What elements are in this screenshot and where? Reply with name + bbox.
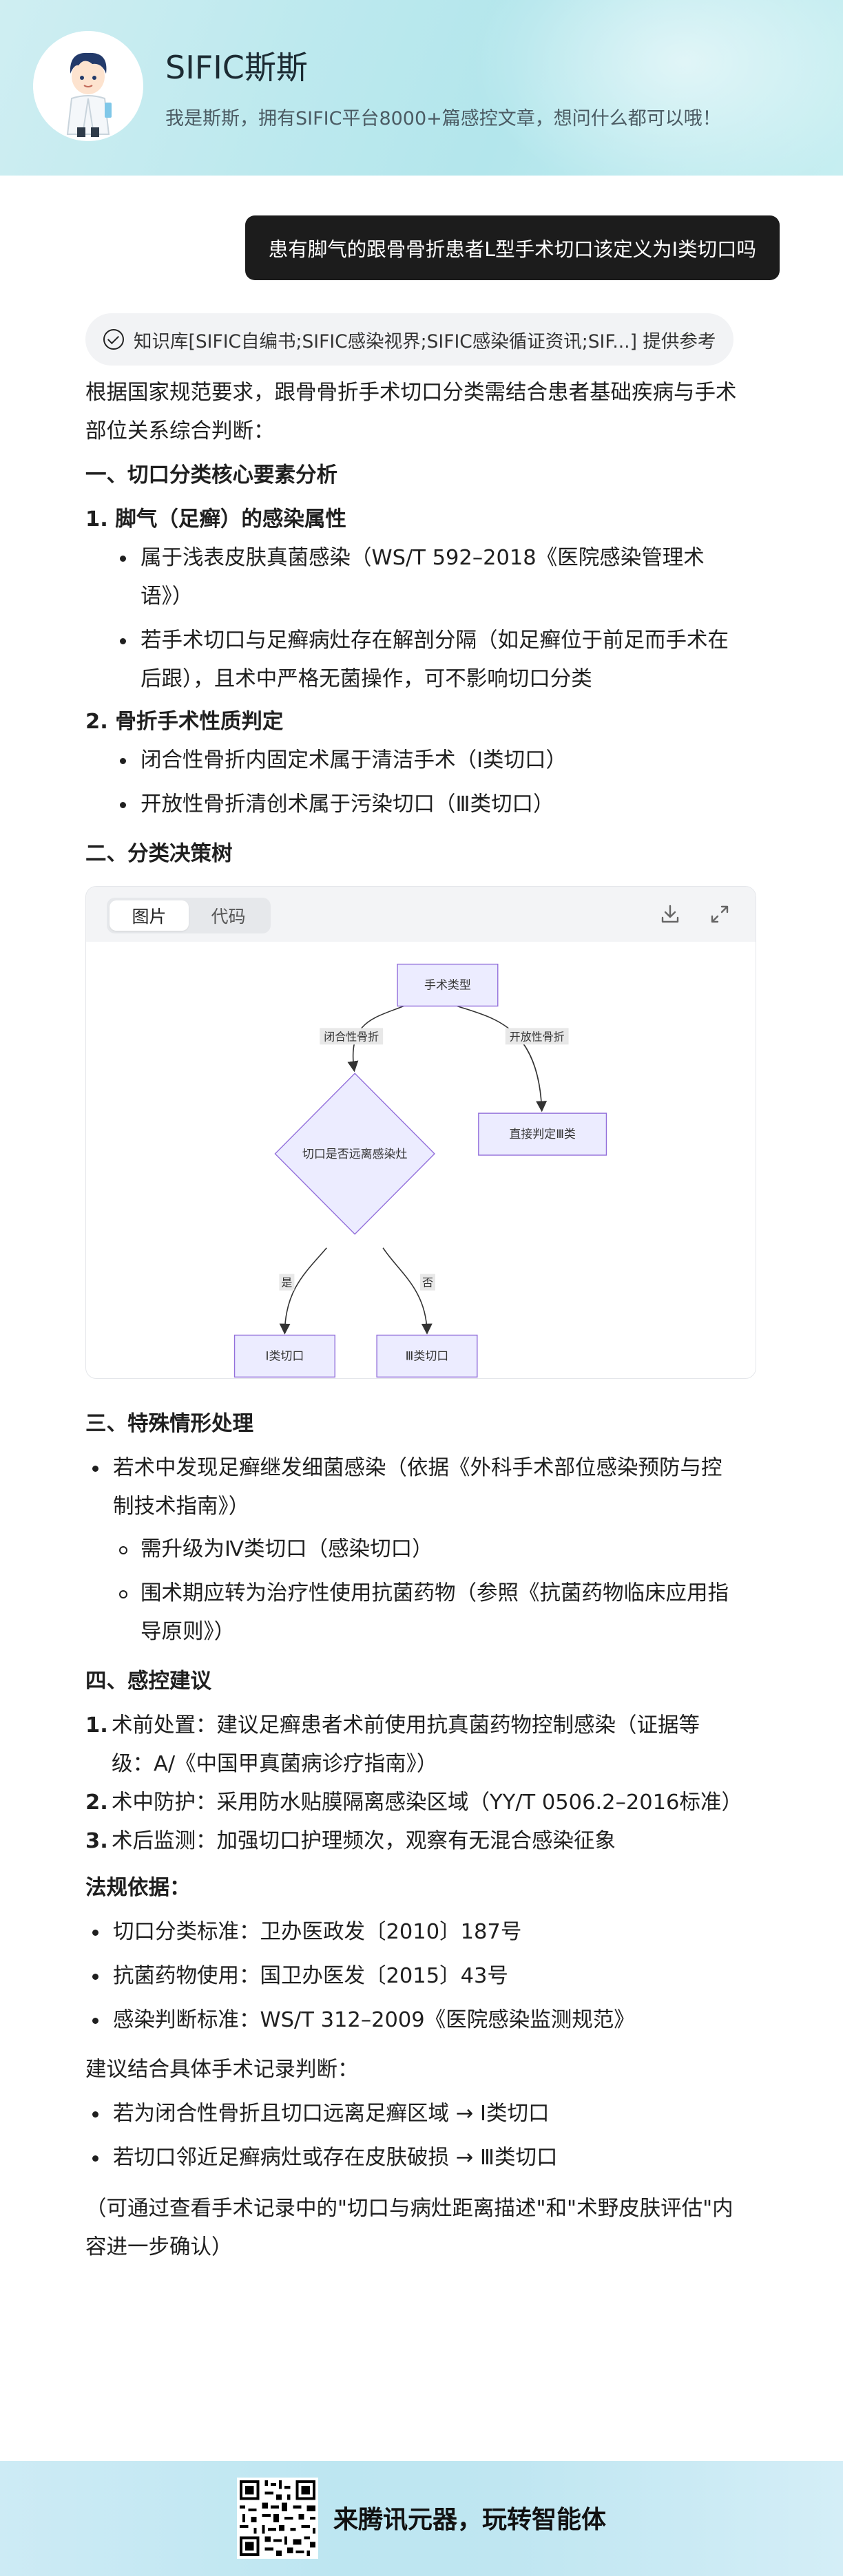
section-title: 三、特殊情形处理 — [85, 1412, 253, 1436]
footer-promo-text: 来腾讯元器，玩转智能体 — [333, 2506, 607, 2534]
node-root — [397, 963, 499, 1007]
list-item: 若切口邻近足癣病灶或存在皮肤破损 → Ⅲ类切口 — [85, 2139, 740, 2177]
edge-label-no: 否 — [422, 1276, 433, 1289]
node-decision-label: 切口是否远离感染灶 — [302, 1147, 408, 1161]
source-text: 知识库[SIFIC自编书;SIFIC感染视界;SIFIC感染循证资讯;SIF..… — [134, 330, 716, 352]
edge-label-bg — [420, 1274, 435, 1291]
bullet-list: 若为闭合性骨折且切口远离足癣区域 → Ⅰ类切口 若切口邻近足癣病灶或存在皮肤破损… — [85, 2095, 740, 2177]
section-title: 一、切口分类核心要素分析 — [85, 463, 337, 487]
edge-closed — [347, 1005, 404, 1073]
section-title: 四、感控建议 — [85, 1669, 211, 1693]
app-subtitle: 我是斯斯，拥有SIFIC平台8000+篇感控文章，想问什么都可以哦！ — [165, 108, 721, 129]
node-class3-label: Ⅲ类切口 — [406, 1349, 449, 1362]
decision-tree-diagram: 闭合性骨折 开放性骨折 是 否 手术类型 切口是否远离感染灶 直接判定Ⅲ类 Ⅰ类… — [233, 963, 607, 1378]
node-direct — [478, 1112, 607, 1156]
edge-label-open: 开放性骨折 — [510, 1030, 565, 1043]
view-tabs: 图片 代码 — [107, 898, 271, 933]
list-item: 切口分类标准：卫办医政发〔2010〕187号 — [85, 1913, 740, 1952]
bullet-list: 若术中发现足癣继发细菌感染（依据《外科手术部位感染预防与控制技术指南》） — [85, 1449, 740, 1526]
avatar — [33, 31, 143, 141]
edge-yes — [279, 1247, 327, 1335]
decision-tree-card: 图片 代码 — [85, 886, 756, 1379]
subsection-title: 2. 骨折手术性质判定 — [85, 710, 284, 734]
list-item: 3.术后监测：加强切口护理频次，观察有无混合感染征象 — [85, 1822, 740, 1861]
section-title: 二、分类决策树 — [85, 842, 233, 866]
list-item: 围术期应转为治疗性使用抗菌药物（参照《抗菌药物临床应用指导原则》） — [85, 1574, 740, 1651]
list-item: 属于浅表皮肤真菌感染（WS/T 592–2018《医院感染管理术语》） — [85, 539, 740, 616]
assistant-answer: 知识库[SIFIC自编书;SIFIC感染视界;SIFIC感染循证资讯;SIF..… — [65, 294, 760, 2267]
tab-code[interactable]: 代码 — [211, 907, 246, 927]
list-item: 2.术中防护：采用防水贴膜隔离感染区域（YY/T 0506.2–2016标准） — [85, 1784, 742, 1822]
user-message-bubble: 患有脚气的跟骨骨折患者L型手术切口该定义为Ⅰ类切口吗 — [244, 215, 780, 280]
edge-open — [457, 1005, 548, 1112]
advice-intro: 建议结合具体手术记录判断： — [85, 2058, 359, 2082]
edge-label-closed: 闭合性骨折 — [324, 1030, 379, 1043]
list-item: 开放性骨折清创术属于污染切口（Ⅲ类切口） — [85, 785, 740, 824]
advice-note: （可通过查看手术记录中的"切口与病灶距离描述"和"术野皮肤评估"内容进一步确认） — [85, 2197, 733, 2259]
answer-intro: 根据国家规范要求，跟骨骨折手术切口分类需结合患者基础疾病与手术部位关系综合判断： — [85, 381, 737, 443]
sub-bullet-list: 需升级为Ⅳ类切口（感染切口） 围术期应转为治疗性使用抗菌药物（参照《抗菌药物临床… — [85, 1530, 740, 1651]
list-number: 2. — [85, 1791, 108, 1815]
list-item: 闭合性骨折内固定术属于清洁手术（Ⅰ类切口） — [85, 741, 740, 780]
list-item: 若术中发现足癣继发细菌感染（依据《外科手术部位感染预防与控制技术指南》） — [85, 1449, 740, 1526]
edge-label-yes: 是 — [281, 1276, 292, 1289]
list-text: 术前处置：建议足癣患者术前使用抗真菌药物控制感染（证据等级：A/《中国甲真菌病诊… — [112, 1713, 700, 1776]
edge-no — [382, 1247, 433, 1335]
bullet-list: 闭合性骨折内固定术属于清洁手术（Ⅰ类切口） 开放性骨折清创术属于污染切口（Ⅲ类切… — [85, 741, 740, 824]
knowledge-source-pill[interactable]: 知识库[SIFIC自编书;SIFIC感染视界;SIFIC感染循证资讯;SIF..… — [85, 313, 734, 366]
law-title: 法规依据： — [85, 1876, 191, 1900]
node-direct-label: 直接判定Ⅲ类 — [509, 1127, 576, 1141]
node-class1 — [233, 1334, 335, 1378]
diagram-toolbar: 图片 代码 — [86, 887, 756, 942]
edge-label-bg — [279, 1274, 295, 1291]
list-number: 1. — [85, 1713, 108, 1738]
list-item: 若手术切口与足癣病灶存在解剖分隔（如足癣位于前足而手术在后跟），且术中严格无菌操… — [85, 622, 740, 699]
tab-image[interactable]: 图片 — [110, 900, 189, 931]
qr-code-icon[interactable] — [237, 2478, 318, 2559]
node-decision — [274, 1073, 435, 1235]
numbered-list: 1.术前处置：建议足癣患者术前使用抗真菌药物控制感染（证据等级：A/《中国甲真菌… — [85, 1707, 742, 1861]
node-class1-label: Ⅰ类切口 — [265, 1349, 304, 1362]
list-item: 若为闭合性骨折且切口远离足癣区域 → Ⅰ类切口 — [85, 2095, 740, 2133]
list-number: 3. — [85, 1829, 108, 1853]
list-item: 感染判断标准：WS/T 312–2009《医院感染监测规范》 — [85, 2001, 740, 2040]
chat-area: 患有脚气的跟骨骨折患者L型手术切口该定义为Ⅰ类切口吗 知识库[SIFIC自编书;… — [0, 176, 843, 2461]
edge-label-bg — [505, 1028, 569, 1045]
list-item: 抗菌药物使用：国卫办医发〔2015〕43号 — [85, 1957, 740, 1996]
expand-icon[interactable] — [707, 902, 732, 927]
node-root-label: 手术类型 — [424, 978, 471, 992]
list-text: 术后监测：加强切口护理频次，观察有无混合感染征象 — [112, 1829, 616, 1853]
check-circle-icon — [103, 329, 124, 350]
bullet-list: 切口分类标准：卫办医政发〔2010〕187号 抗菌药物使用：国卫办医发〔2015… — [85, 1913, 740, 2040]
edge-label-bg — [320, 1028, 384, 1045]
list-item: 1.术前处置：建议足癣患者术前使用抗真菌药物控制感染（证据等级：A/《中国甲真菌… — [85, 1707, 740, 1784]
app-title: SIFIC斯斯 — [165, 49, 308, 86]
promo-footer: 来腾讯元器，玩转智能体 — [0, 2461, 843, 2576]
list-item: 需升级为Ⅳ类切口（感染切口） — [85, 1530, 740, 1569]
node-class3 — [376, 1334, 478, 1378]
chat-header: SIFIC斯斯 我是斯斯，拥有SIFIC平台8000+篇感控文章，想问什么都可以… — [0, 0, 843, 176]
subsection-title: 1. 脚气（足癣）的感染属性 — [85, 507, 346, 531]
doctor-avatar-icon — [33, 31, 143, 141]
bullet-list: 属于浅表皮肤真菌感染（WS/T 592–2018《医院感染管理术语》） 若手术切… — [85, 539, 740, 699]
list-text: 术中防护：采用防水贴膜隔离感染区域（YY/T 0506.2–2016标准） — [112, 1791, 742, 1815]
download-icon[interactable] — [658, 902, 683, 927]
